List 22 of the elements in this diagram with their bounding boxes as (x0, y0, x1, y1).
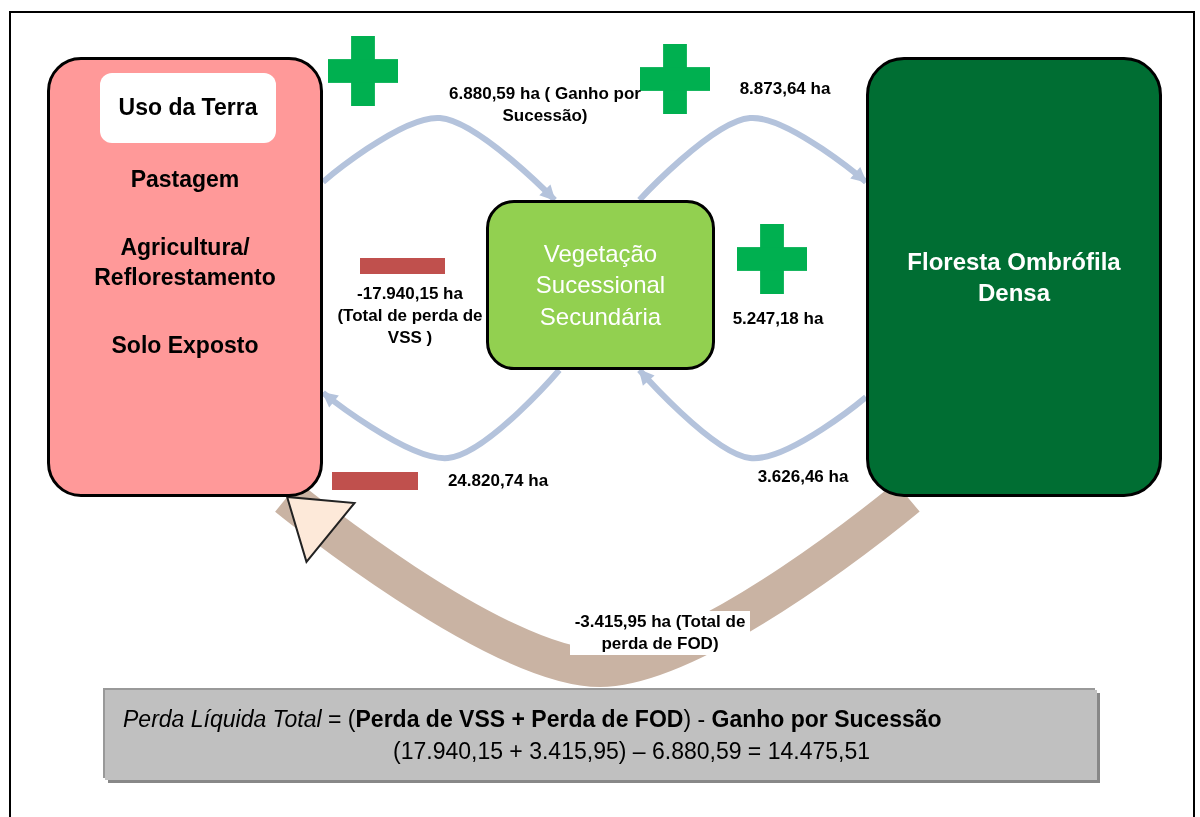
edge-label: 6.880,59 ha ( Ganho por Sucessão) (448, 83, 642, 128)
value-label: -17.940,15 ha (Total de perda de VSS ) (336, 283, 484, 350)
curved-arrow (321, 368, 562, 461)
node-label: Solo Exposto (111, 330, 259, 360)
value-label: 5.247,18 ha (731, 308, 825, 330)
edge-label: 24.820,74 ha (446, 470, 550, 492)
node-label: Uso da Terra (118, 93, 258, 123)
edge-label: 8.873,64 ha (738, 78, 832, 100)
formula-text: Perda Líquida Total = (Perda de VSS + Perda de FOD) - Ganho por Sucessão (123, 704, 942, 734)
formula-box (105, 690, 1097, 780)
node-label: Vegetação Sucessional Secundária (534, 239, 667, 332)
formula-text: (17.940,15 + 3.415,95) – 6.880,59 = 14.475,51 (393, 737, 870, 766)
node-label: Floresta Ombrófila Densa (906, 246, 1122, 308)
category-box (47, 57, 323, 497)
heading-box (100, 73, 276, 143)
node-label: Agricultura/ Reflorestamento (93, 232, 277, 292)
edge-label: -3.415,95 ha (Total de perda de FOD) (570, 611, 750, 656)
node-label: Pastagem (130, 165, 240, 194)
forest-box (866, 57, 1162, 497)
curved-arrow (637, 368, 868, 461)
process-box (486, 200, 715, 370)
edge-label: 3.626,46 ha (756, 466, 850, 488)
